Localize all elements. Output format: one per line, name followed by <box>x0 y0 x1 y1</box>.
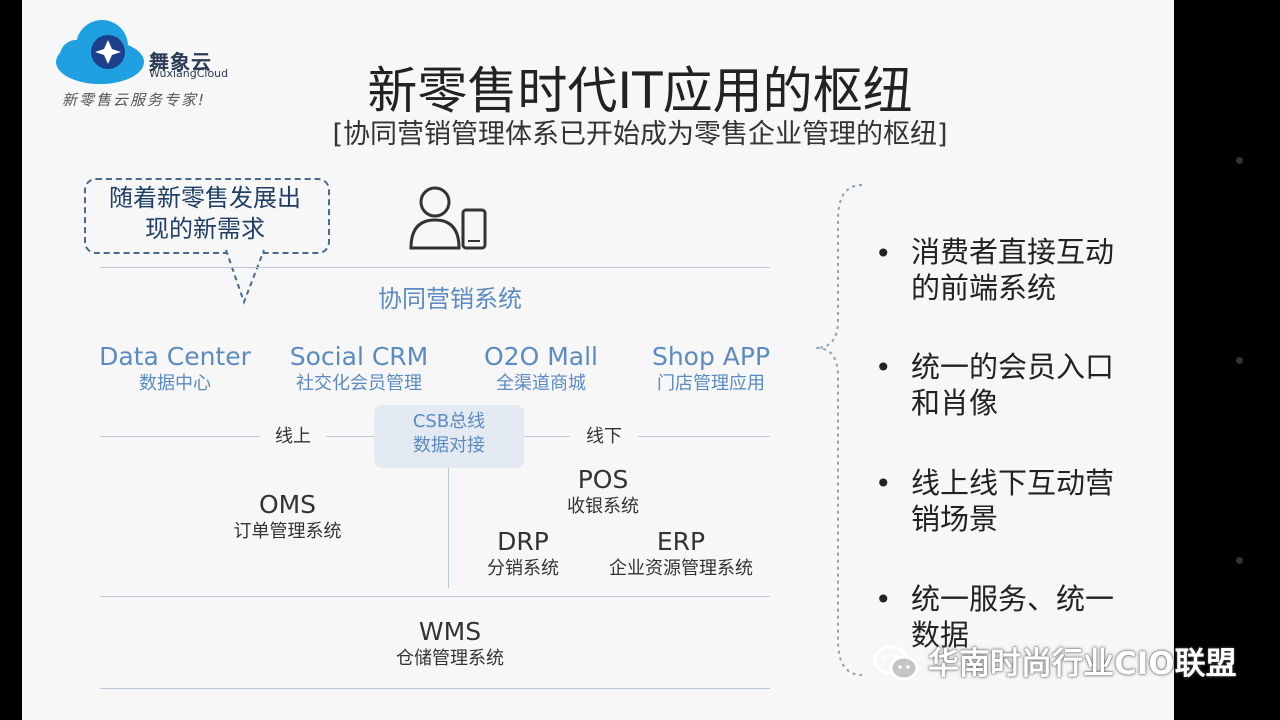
system-title: OMS <box>258 490 317 519</box>
module-subtitle: 社交化会员管理 <box>296 373 422 394</box>
system-erp: ERP 企业资源管理系统 <box>598 527 764 581</box>
bullet-line: 数据 <box>911 618 970 652</box>
system-subtitle: 企业资源管理系统 <box>609 558 753 579</box>
nav-dot-3[interactable] <box>1236 557 1243 564</box>
system-oms: OMS 订单管理系统 <box>200 490 375 544</box>
bullet-item-3: 线上线下互动营 销场景 <box>911 465 1151 537</box>
bullet-item-4: 统一服务、统一 数据 <box>911 581 1151 653</box>
wechat-icon <box>873 645 919 681</box>
callout-line-1: 随着新零售发展出 <box>109 184 301 212</box>
module-title: Data Center <box>99 342 251 371</box>
nav-dot-2[interactable] <box>1236 357 1243 364</box>
module-o2o-mall: O2O Mall 全渠道商城 <box>456 342 626 396</box>
module-title: Social CRM <box>289 342 429 371</box>
csb-bus-box <box>374 405 524 468</box>
bus-line-left-1 <box>100 436 260 437</box>
csb-line-1: CSB总线 <box>412 411 486 432</box>
bullet-line: 和肖像 <box>911 386 999 420</box>
module-subtitle: 全渠道商城 <box>496 373 586 394</box>
callout-text: 随着新零售发展出 现的新需求 <box>84 183 326 245</box>
vertical-divider <box>448 468 449 588</box>
system-title: POS <box>577 465 629 494</box>
callout-line-2: 现的新需求 <box>145 215 265 243</box>
system-title: DRP <box>497 527 549 556</box>
online-label: 线上 <box>275 426 311 447</box>
module-title: Shop APP <box>651 342 771 371</box>
bullet-line: 销场景 <box>911 502 999 536</box>
callout-pointer <box>225 249 265 305</box>
cloud-logo-icon <box>56 20 144 84</box>
brand-name: 舞象云 <box>149 50 212 74</box>
curly-brace-icon <box>815 184 863 676</box>
brand-slogan: 新零售云服务专家! <box>62 91 207 109</box>
bullet-item-1: 消费者直接互动 的前端系统 <box>911 234 1151 306</box>
csb-bus-text: CSB总线 数据对接 <box>374 410 524 458</box>
person-with-phone-icon <box>409 186 487 250</box>
bus-line-right-2 <box>638 436 770 437</box>
bullet-dot-4: • <box>875 583 892 616</box>
bullet-line: 线上线下互动营 <box>911 466 1115 500</box>
bullet-dot-1: • <box>875 237 892 270</box>
csb-line-2: 数据对接 <box>413 435 485 456</box>
bullet-line: 的前端系统 <box>911 271 1057 305</box>
system-title: WMS <box>418 617 482 646</box>
system-subtitle: 分销系统 <box>487 558 559 579</box>
system-drp: DRP 分销系统 <box>458 527 588 581</box>
nav-dot-1[interactable] <box>1236 157 1243 164</box>
watermark-text: 华南时尚行业CIO联盟 <box>928 646 1237 682</box>
bullet-line: 统一的会员入口 <box>911 350 1115 384</box>
brand-name-en: WuxiangCloud <box>149 67 229 80</box>
bullet-line: 消费者直接互动 <box>911 235 1115 269</box>
module-social-crm: Social CRM 社交化会员管理 <box>274 342 444 396</box>
system-pos: POS 收银系统 <box>518 465 688 519</box>
system-subtitle: 订单管理系统 <box>233 521 342 542</box>
module-subtitle: 门店管理应用 <box>657 373 765 394</box>
system-subtitle: 收银系统 <box>567 496 639 517</box>
divider-bottom <box>100 688 770 689</box>
bus-line-right-1 <box>524 436 570 437</box>
slide-subtitle: [协同营销管理体系已开始成为零售企业管理的枢纽] <box>332 119 948 150</box>
module-subtitle: 数据中心 <box>139 373 211 394</box>
divider-top <box>100 267 770 268</box>
callout-bubble <box>84 178 330 254</box>
slide <box>22 0 1174 720</box>
slide-title: 新零售时代IT应用的枢纽 <box>367 62 913 120</box>
module-title: O2O Mall <box>484 342 598 371</box>
system-subtitle: 仓储管理系统 <box>396 648 504 669</box>
module-shop-app: Shop APP 门店管理应用 <box>626 342 796 396</box>
module-data-center: Data Center 数据中心 <box>90 342 260 396</box>
bullet-dot-3: • <box>875 467 892 500</box>
bullet-line: 统一服务、统一 <box>911 582 1115 616</box>
bus-line-left-2 <box>326 436 374 437</box>
bullet-dot-2: • <box>875 351 892 384</box>
system-title: ERP <box>656 527 706 556</box>
section-label: 协同营销系统 <box>378 285 522 313</box>
divider-wms-top <box>100 596 770 597</box>
offline-label: 线下 <box>586 426 622 447</box>
system-wms: WMS 仓储管理系统 <box>340 617 560 671</box>
bullet-item-2: 统一的会员入口 和肖像 <box>911 349 1151 421</box>
